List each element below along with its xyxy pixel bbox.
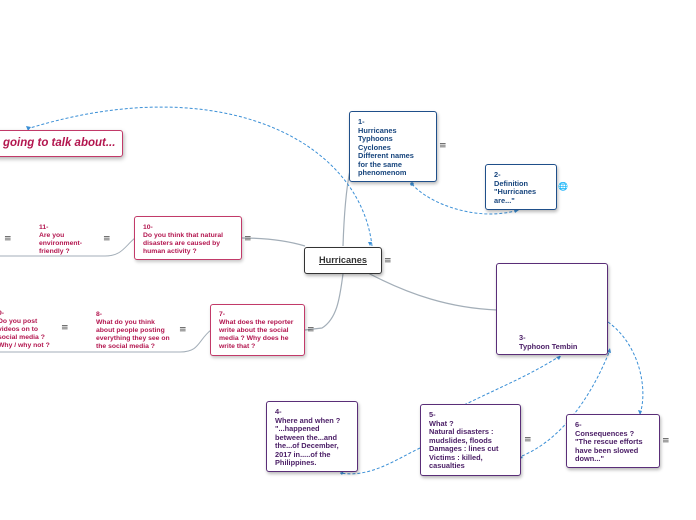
note-icon[interactable]: ≡: [179, 325, 187, 335]
note-icon[interactable]: ≡: [439, 141, 447, 151]
branch-line-11: [0, 237, 136, 257]
node-5-text: 5- What ? Natural disasters : mudslides,…: [429, 410, 499, 470]
relation-1-2: [411, 183, 519, 215]
node-4-text: 4- Where and when ? "...happened between…: [275, 407, 341, 467]
node-6[interactable]: 6- Consequences ? "The rescue efforts ha…: [566, 414, 660, 468]
node-3[interactable]: 3- Typhoon Tembin: [496, 263, 608, 355]
title-card-label: going to talk about...: [3, 137, 116, 149]
note-icon[interactable]: ≡: [384, 256, 392, 266]
relation-5-3: [463, 355, 561, 406]
title-card[interactable]: going to talk about...: [0, 130, 123, 157]
branch-line-1: [342, 169, 351, 247]
node-2[interactable]: 2- Definition "Hurricanes are...": [485, 164, 557, 210]
branch-line-3: [367, 272, 498, 311]
branch-line-10: [241, 237, 306, 247]
note-icon[interactable]: ≡: [307, 325, 315, 335]
node-5[interactable]: 5- What ? Natural disasters : mudslides,…: [420, 404, 521, 476]
node-1[interactable]: 1- Hurricanes Typhoons Cyclones Differen…: [349, 111, 437, 182]
node-10-text: 10- Do you think that natural disasters …: [143, 224, 224, 255]
relation-center-title: [29, 106, 373, 247]
node-7-text: 7- What does the reporter write about th…: [219, 311, 294, 350]
center-node[interactable]: Hurricanes: [304, 247, 382, 274]
node-4[interactable]: 4- Where and when ? "...happened between…: [266, 401, 358, 472]
note-icon[interactable]: ≡: [524, 435, 532, 445]
node-9-text[interactable]: 9- Do you post videos on to social media…: [0, 310, 50, 349]
node-1-text: 1- Hurricanes Typhoons Cyclones Differen…: [358, 117, 414, 177]
branch-line-7: [304, 273, 344, 331]
node-3-text: 3- Typhoon Tembin: [519, 333, 578, 351]
node-10[interactable]: 10- Do you think that natural disasters …: [134, 216, 242, 260]
relation-3-6: [607, 321, 644, 415]
globe-icon[interactable]: 🌐: [558, 182, 568, 191]
branch-line-8: [95, 329, 212, 353]
note-icon[interactable]: ≡: [244, 234, 252, 244]
note-icon[interactable]: ≡: [4, 234, 12, 244]
note-icon[interactable]: ≡: [662, 436, 670, 446]
node-11-text[interactable]: 11- Are you environment- friendly ?: [39, 224, 83, 255]
relation-5-4: [339, 447, 421, 475]
node-8-text[interactable]: 8- What do you think about people postin…: [96, 311, 170, 350]
center-label: Hurricanes: [318, 255, 367, 265]
note-icon[interactable]: ≡: [103, 234, 111, 244]
node-6-text: 6- Consequences ? "The rescue efforts ha…: [575, 420, 643, 463]
note-icon[interactable]: ≡: [61, 323, 69, 333]
node-7[interactable]: 7- What does the reporter write about th…: [210, 304, 305, 356]
node-2-text: 2- Definition "Hurricanes are...": [494, 170, 537, 205]
